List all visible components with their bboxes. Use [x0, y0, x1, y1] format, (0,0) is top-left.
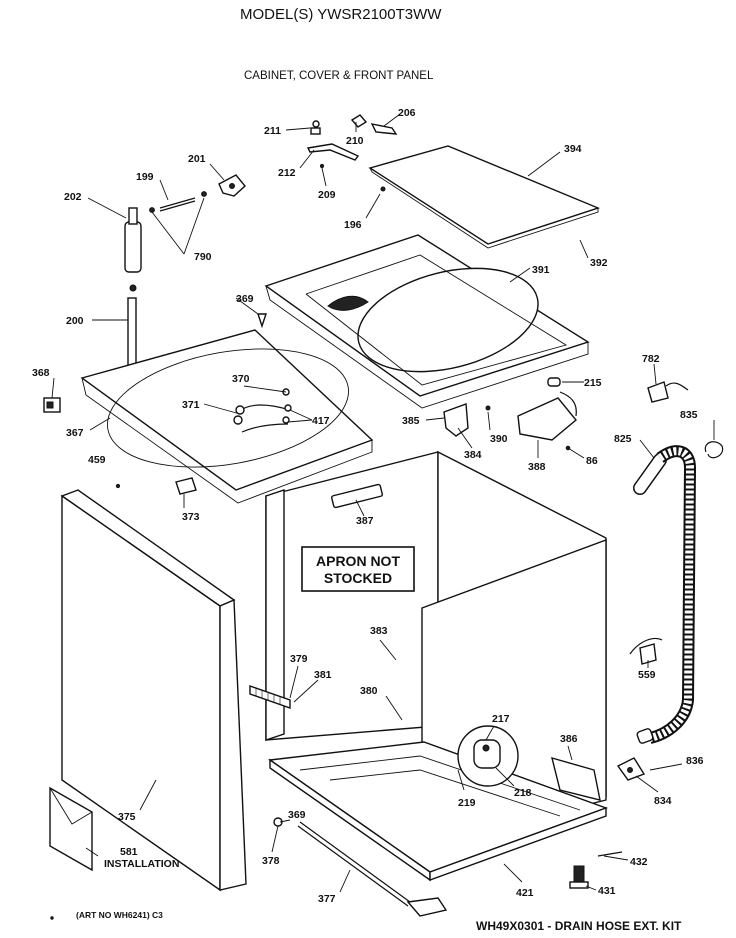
part-labels: 211 210 206 212 209 394 201 199 202 790 … [32, 107, 704, 905]
part-label-367: 367 [66, 427, 84, 439]
part-label-377: 377 [318, 893, 336, 905]
part-label-380: 380 [360, 685, 378, 697]
leveling-parts [273, 817, 623, 917]
part-label-373: 373 [182, 511, 200, 523]
part-label-379: 379 [290, 653, 308, 665]
part-label-370: 370 [232, 373, 250, 385]
part-label-394: 394 [564, 143, 582, 155]
part-label-417: 417 [312, 415, 330, 427]
part-label-211: 211 [264, 125, 281, 137]
drain-hose-kit-note: WH49X0301 - DRAIN HOSE EXT. KIT [476, 919, 682, 933]
part-label-381: 381 [314, 669, 332, 681]
hose-hanger [616, 637, 663, 781]
part-label-369-top: 369 [236, 293, 254, 305]
part-label-206: 206 [398, 107, 416, 119]
part-label-390: 390 [490, 433, 508, 445]
part-label-212: 212 [278, 167, 296, 179]
part-label-86: 86 [586, 455, 598, 467]
part-label-215: 215 [584, 377, 602, 389]
part-label-459: 459 [88, 454, 106, 466]
part-label-217: 217 [492, 713, 510, 725]
lid-switch-bracket [149, 174, 246, 213]
part-label-219: 219 [458, 797, 476, 809]
top-lid [368, 145, 601, 249]
part-label-210: 210 [346, 135, 364, 147]
leader-lines [51, 113, 715, 893]
power-cord [647, 381, 724, 459]
diagram-subtitle: CABINET, COVER & FRONT PANEL [244, 70, 434, 82]
suspension-rod [124, 207, 142, 383]
part-label-391: 391 [532, 264, 550, 276]
part-label-199: 199 [136, 171, 154, 183]
main-top-cover [264, 234, 590, 409]
part-label-369-bottom: 369 [288, 809, 306, 821]
apron-note-box: APRON NOT STOCKED [301, 546, 415, 592]
part-label-835: 835 [680, 409, 698, 421]
part-label-387: 387 [356, 515, 374, 527]
part-label-559: 559 [638, 669, 656, 681]
installation-label: INSTALLATION [104, 858, 179, 870]
cabinet-body [249, 450, 609, 882]
hinge-parts [306, 114, 398, 192]
part-label-386: 386 [560, 733, 578, 745]
installation-envelope [49, 786, 93, 872]
part-label-431: 431 [598, 885, 616, 897]
part-label-378: 378 [262, 855, 280, 867]
part-label-200: 200 [66, 315, 84, 327]
part-label-196: 196 [344, 219, 362, 231]
drain-hose [633, 445, 697, 744]
part-label-825: 825 [614, 433, 632, 445]
part-label-383: 383 [370, 625, 388, 637]
front-panel [60, 489, 247, 892]
part-label-790: 790 [194, 251, 212, 263]
part-label-392: 392 [590, 257, 608, 269]
part-label-368: 368 [32, 367, 50, 379]
installation-number: 581 [120, 846, 138, 858]
part-label-218: 218 [514, 787, 532, 799]
part-label-782: 782 [642, 353, 660, 365]
part-label-375: 375 [118, 811, 136, 823]
model-title: MODEL(S) YWSR2100T3WW [240, 6, 442, 23]
part-label-421: 421 [516, 887, 534, 899]
art-number: (ART NO WH6241) C3 [76, 910, 163, 920]
part-label-202: 202 [64, 191, 82, 203]
apron-note-line1: APRON NOT [316, 553, 400, 569]
control-brackets [443, 377, 577, 451]
part-label-201: 201 [188, 153, 206, 165]
part-label-834: 834 [654, 795, 672, 807]
part-label-388: 388 [528, 461, 546, 473]
part-label-385: 385 [402, 415, 420, 427]
apron-note-line2: STOCKED [324, 570, 392, 586]
part-label-209: 209 [318, 189, 336, 201]
part-label-371: 371 [182, 399, 200, 411]
small-clips [43, 313, 267, 495]
part-label-836: 836 [686, 755, 704, 767]
part-label-384: 384 [464, 449, 482, 461]
part-label-432: 432 [630, 856, 648, 868]
